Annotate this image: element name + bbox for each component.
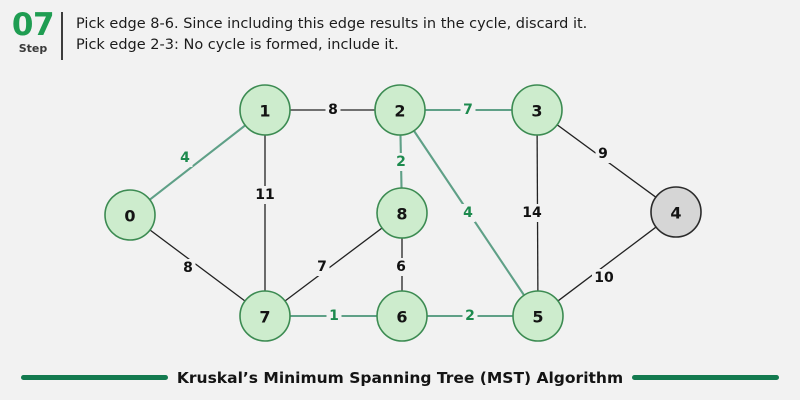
graph-node-label-3: 3 xyxy=(531,102,542,121)
graph-node-5[interactable]: 5 xyxy=(512,290,564,342)
edge-weight-1-7: 11 xyxy=(255,187,274,203)
graph-node-circle-7[interactable] xyxy=(239,290,291,342)
edge-weight-backdrop xyxy=(460,101,476,119)
graph-node-label-7: 7 xyxy=(259,308,270,327)
footer-title: Kruskal’s Minimum Spanning Tree (MST) Al… xyxy=(176,368,624,387)
edge-weight-backdrop xyxy=(393,258,409,276)
edge-weight-backdrop xyxy=(592,269,616,287)
edge-weight-backdrop xyxy=(325,101,341,119)
graph-node-label-0: 0 xyxy=(124,207,135,226)
edge-weight-0-1: 4 xyxy=(180,150,190,166)
footer-rule-right xyxy=(632,375,780,380)
edge-weight-3-5: 14 xyxy=(522,205,542,221)
footer-rule-left xyxy=(20,375,168,380)
graph-node-label-4: 4 xyxy=(670,204,681,223)
step-number: 07 xyxy=(11,7,55,43)
graph-node-label-5: 5 xyxy=(532,308,543,327)
graph-node-0[interactable]: 0 xyxy=(104,189,156,241)
edge-weight-backdrop xyxy=(326,307,342,325)
graph-node-label-2: 2 xyxy=(394,102,405,121)
graph-node-label-6: 6 xyxy=(396,308,407,327)
step-description-line-1: Pick edge 8-6. Since including this edge… xyxy=(76,16,588,32)
graph-node-circle-4[interactable] xyxy=(650,186,702,238)
graph-node-circle-8[interactable] xyxy=(376,187,428,239)
graph-node-6[interactable]: 6 xyxy=(376,290,428,342)
edge-weight-3-4: 9 xyxy=(598,146,608,162)
edge-weight-layer: 4 8 8 11 7 2 4 9 14 10 2 1 6 7 xyxy=(177,101,616,325)
edge-weight-backdrop xyxy=(595,145,611,163)
graph-node-1[interactable]: 1 xyxy=(239,84,291,136)
edge-weight-6-7: 1 xyxy=(329,308,339,324)
graph-node-label-8: 8 xyxy=(396,205,407,224)
edge-weight-0-7: 8 xyxy=(183,260,193,276)
graph-node-label-1: 1 xyxy=(259,102,270,121)
header: 07 Step Pick edge 8-6. Since including t… xyxy=(0,0,800,78)
edge-weight-2-8: 2 xyxy=(396,154,406,170)
step-word-label: Step xyxy=(18,42,48,55)
edge-weight-backdrop xyxy=(253,186,277,204)
graph-node-circle-2[interactable] xyxy=(374,84,426,136)
step-description-line-2: Pick edge 2-3: No cycle is formed, inclu… xyxy=(76,37,399,53)
node-layer: 0 1 2 3 4 5 6 7 8 xyxy=(104,84,702,342)
edge-weight-backdrop xyxy=(393,153,409,171)
graph-diagram: 4 8 8 11 7 2 4 9 14 10 2 1 6 7 0 1 2 3 4 5 6 7 8 xyxy=(0,78,800,350)
graph-node-7[interactable]: 7 xyxy=(239,290,291,342)
graph-edge-4-5 xyxy=(557,226,657,302)
graph-node-circle-1[interactable] xyxy=(239,84,291,136)
step-description: Pick edge 8-6. Since including this edge… xyxy=(76,14,587,56)
edge-weight-5-6: 2 xyxy=(465,308,475,324)
edge-weight-backdrop xyxy=(180,259,196,277)
edge-weight-backdrop xyxy=(520,204,544,222)
edge-weight-7-8: 7 xyxy=(317,259,327,275)
graph-node-8[interactable]: 8 xyxy=(376,187,428,239)
graph-node-circle-0[interactable] xyxy=(104,189,156,241)
edge-weight-backdrop xyxy=(462,307,478,325)
edge-weight-2-5: 4 xyxy=(463,205,473,221)
graph-edge-0-1 xyxy=(149,124,246,201)
edge-weight-2-3: 7 xyxy=(463,102,473,118)
edge-weight-backdrop xyxy=(460,204,476,222)
footer: Kruskal’s Minimum Spanning Tree (MST) Al… xyxy=(0,355,800,400)
edge-weight-backdrop xyxy=(177,149,193,167)
header-divider xyxy=(61,12,63,60)
edge-weight-backdrop xyxy=(314,258,330,276)
graph-node-4[interactable]: 4 xyxy=(650,186,702,238)
graph-svg: 4 8 8 11 7 2 4 9 14 10 2 1 6 7 0 1 2 3 4 5 6 7 8 xyxy=(104,84,702,342)
graph-node-circle-6[interactable] xyxy=(376,290,428,342)
edge-weight-6-8: 6 xyxy=(396,259,406,275)
step-badge: 07 Step xyxy=(0,0,58,57)
graph-node-circle-3[interactable] xyxy=(511,84,563,136)
edge-weight-1-2: 8 xyxy=(328,102,338,118)
graph-edge-7-8 xyxy=(284,227,383,302)
edge-weight-4-5: 10 xyxy=(594,270,614,286)
graph-node-3[interactable]: 3 xyxy=(511,84,563,136)
graph-edge-0-7 xyxy=(149,229,246,302)
graph-node-circle-5[interactable] xyxy=(512,290,564,342)
graph-node-2[interactable]: 2 xyxy=(374,84,426,136)
